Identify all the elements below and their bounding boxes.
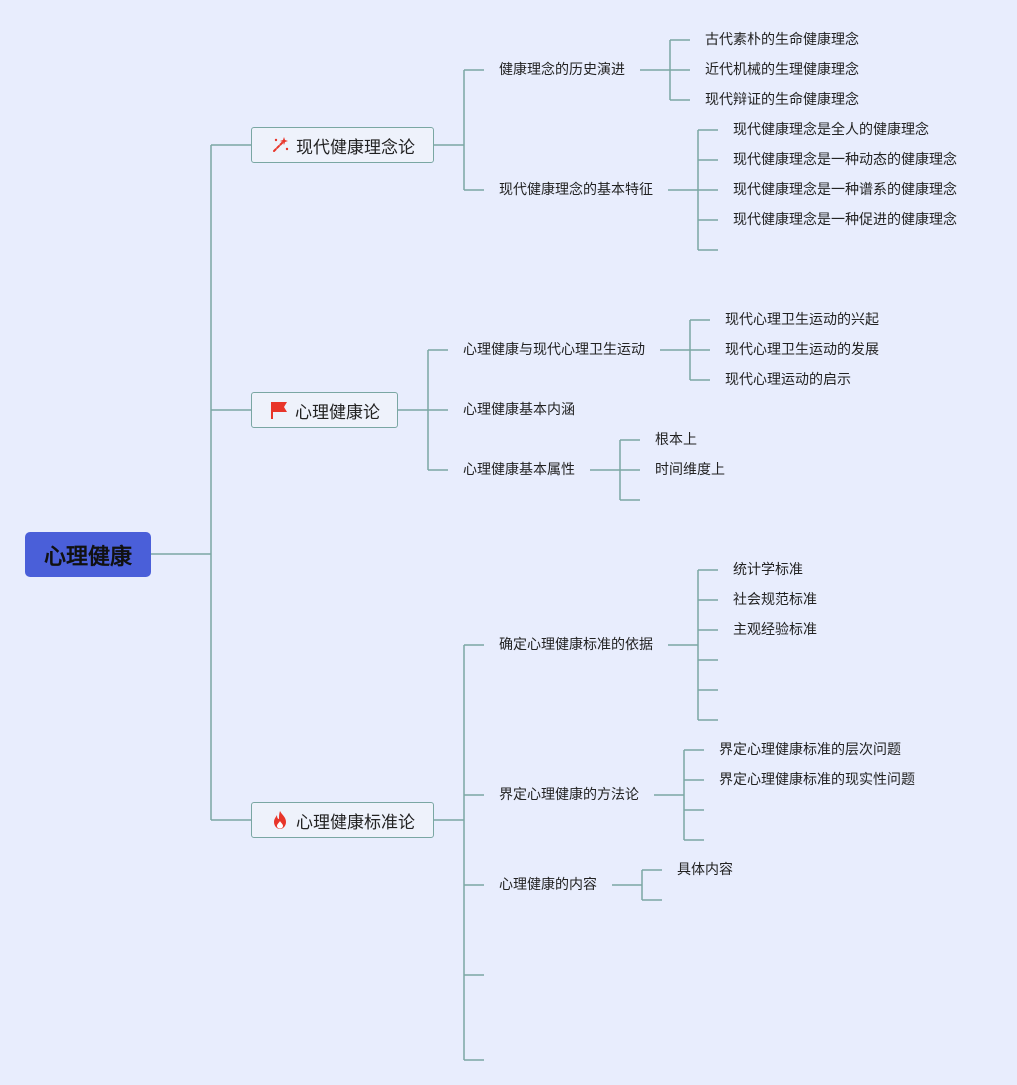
leaf-statistical-standard[interactable]: 统计学标准	[733, 562, 803, 578]
leaf-reality-issue[interactable]: 界定心理健康标准的现实性问题	[719, 772, 915, 788]
leaf-dynamic[interactable]: 现代健康理念是一种动态的健康理念	[733, 152, 957, 168]
subtopic-basic-features[interactable]: 现代健康理念的基本特征	[499, 182, 653, 198]
leaf-ancient-concept[interactable]: 古代素朴的生命健康理念	[705, 32, 859, 48]
branch-label: 现代健康理念论	[296, 137, 415, 158]
leaf-promotive[interactable]: 现代健康理念是一种促进的健康理念	[733, 212, 957, 228]
fire-icon	[270, 810, 290, 830]
subtopic-basic-attributes[interactable]: 心理健康基本属性	[463, 462, 575, 478]
leaf-movement-development[interactable]: 现代心理卫生运动的发展	[725, 342, 879, 358]
leaf-whole-person[interactable]: 现代健康理念是全人的健康理念	[733, 122, 929, 138]
branch-label: 心理健康标准论	[296, 812, 415, 833]
leaf-movement-insight[interactable]: 现代心理运动的启示	[725, 372, 851, 388]
subtopic-hygiene-movement[interactable]: 心理健康与现代心理卫生运动	[463, 342, 645, 358]
subtopic-standard-basis[interactable]: 确定心理健康标准的依据	[499, 637, 653, 653]
branch-label: 心理健康论	[295, 402, 380, 423]
subtopic-basic-connotation[interactable]: 心理健康基本内涵	[463, 402, 575, 418]
leaf-social-norm-standard[interactable]: 社会规范标准	[733, 592, 817, 608]
branch-mental-health-standards[interactable]: 心理健康标准论	[251, 802, 434, 838]
branch-modern-health-concept[interactable]: 现代健康理念论	[251, 127, 434, 163]
leaf-movement-rise[interactable]: 现代心理卫生运动的兴起	[725, 312, 879, 328]
leaf-modern-mechanical-concept[interactable]: 近代机械的生理健康理念	[705, 62, 859, 78]
leaf-specific-content[interactable]: 具体内容	[677, 862, 733, 878]
leaf-dialectical-concept[interactable]: 现代辩证的生命健康理念	[705, 92, 859, 108]
leaf-spectrum[interactable]: 现代健康理念是一种谱系的健康理念	[733, 182, 957, 198]
subtopic-content[interactable]: 心理健康的内容	[499, 877, 597, 893]
root-topic[interactable]: 心理健康	[25, 532, 151, 577]
leaf-fundamentally[interactable]: 根本上	[655, 432, 697, 448]
branch-mental-health-theory[interactable]: 心理健康论	[251, 392, 398, 428]
subtopic-methodology[interactable]: 界定心理健康的方法论	[499, 787, 639, 803]
leaf-subjective-experience-standard[interactable]: 主观经验标准	[733, 622, 817, 638]
red-flag-icon	[269, 400, 289, 420]
subtopic-history[interactable]: 健康理念的历史演进	[499, 62, 625, 78]
magic-wand-sparkle-icon	[270, 135, 290, 155]
leaf-time-dimension[interactable]: 时间维度上	[655, 462, 725, 478]
leaf-level-issue[interactable]: 界定心理健康标准的层次问题	[719, 742, 901, 758]
